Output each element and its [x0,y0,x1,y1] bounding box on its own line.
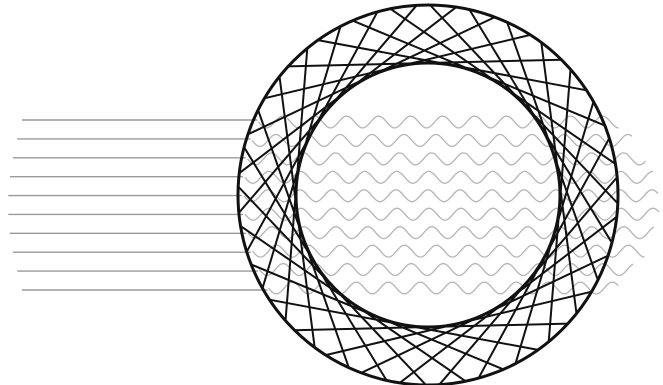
wave-line [244,190,658,202]
wave-line [245,171,653,183]
incoming-rays [8,120,267,290]
wave-line [248,153,646,165]
wave-line [248,227,654,239]
